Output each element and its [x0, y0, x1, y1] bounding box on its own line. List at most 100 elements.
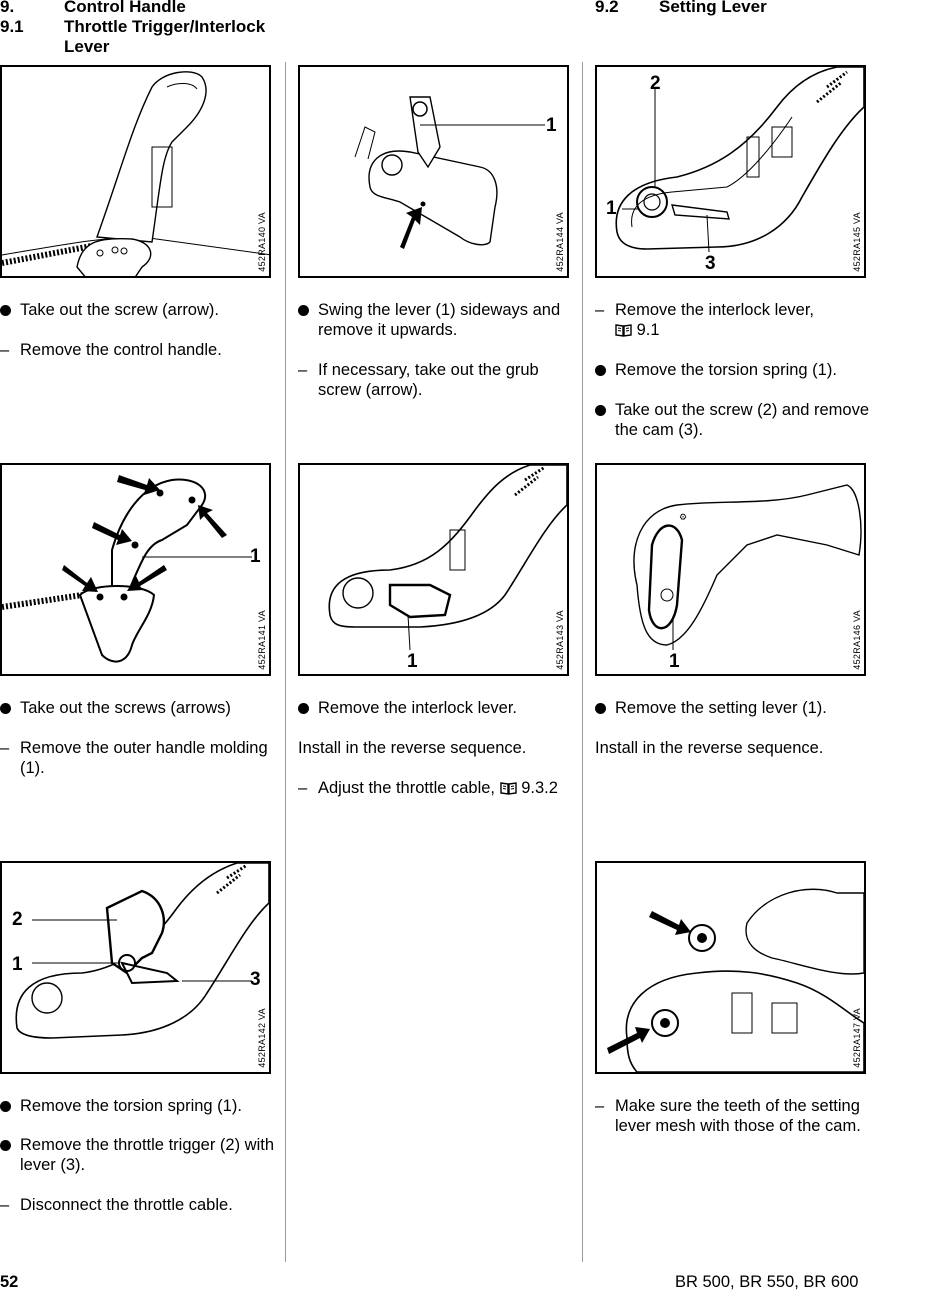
step-item: –Remove the control handle. [0, 340, 275, 360]
figure-code: 452RA146 VA [852, 610, 862, 670]
lever-illustration [354, 96, 545, 249]
step-text: Remove the control handle. [20, 341, 222, 359]
dash-marker: – [298, 779, 308, 797]
cross-reference[interactable]: 9.1 [615, 321, 660, 339]
subsection-title-continued: Lever [64, 37, 110, 56]
figure-code: 452RA141 VA [257, 610, 267, 670]
bullet-icon [595, 360, 615, 381]
bullet-icon [595, 400, 615, 421]
figure-interlock-lever: 1 452RA143 VA [298, 463, 569, 676]
dash-marker: – [0, 1196, 10, 1214]
figure-code: 452RA144 VA [555, 212, 565, 272]
step-item: –Remove the outer handle molding (1). [0, 738, 275, 778]
setting-lever-illustration: ⚙ [633, 484, 862, 650]
step-item: Remove the throttle trigger (2) with lev… [0, 1135, 275, 1175]
section-heading: 9. Control Handle [0, 0, 186, 17]
step-text: Make sure the teeth of the setting lever… [615, 1097, 861, 1135]
bullet-icon [298, 300, 318, 321]
step-text: Remove the interlock lever. [318, 699, 518, 717]
step-text: If necessary, take out the grub screw (a… [318, 361, 539, 399]
bullet-icon [0, 1096, 20, 1117]
dash-marker: – [595, 1097, 605, 1115]
svg-text:⚙: ⚙ [679, 513, 687, 523]
step-item: Remove the setting lever (1). [595, 698, 870, 718]
section-number: 9. [0, 0, 15, 16]
figure-code: 452RA145 VA [852, 212, 862, 272]
column-divider [582, 62, 583, 1262]
callout-3: 3 [705, 253, 716, 274]
step-item: Take out the screw (2) and remove the ca… [595, 400, 870, 440]
subsection-title: Setting Lever [659, 0, 767, 16]
step-item: –Adjust the throttle cable, 9.3.2 [298, 778, 573, 798]
step-text: Adjust the throttle cable, 9.3.2 [318, 779, 558, 797]
figure-control-handle-screw: 452RA140 VA [0, 65, 271, 278]
step-item: Swing the lever (1) sideways and remove … [298, 300, 573, 340]
step-text: Take out the screws (arrows) [20, 699, 231, 717]
step-text: Take out the screw (arrow). [20, 301, 219, 319]
callout-2: 2 [12, 909, 23, 930]
teeth-mesh-illustration [607, 888, 864, 1072]
section-title: Control Handle [64, 0, 186, 16]
step-text: Install in the reverse sequence. [298, 739, 527, 757]
step-item: Remove the interlock lever. [298, 698, 573, 718]
step-item: Remove the torsion spring (1). [0, 1096, 275, 1116]
figure-code: 452RA142 VA [257, 1008, 267, 1068]
model-list: BR 500, BR 550, BR 600 [675, 1273, 859, 1291]
figure-code: 452RA140 VA [257, 212, 267, 272]
step-text: Disconnect the throttle cable. [20, 1196, 233, 1214]
step-text: Remove the outer handle molding (1). [20, 739, 268, 777]
figure-handle-molding-screws: 1 452RA141 VA [0, 463, 271, 676]
callout-1: 1 [12, 954, 23, 975]
bullet-icon [0, 300, 20, 321]
figure-setting-lever: ⚙ 1 452RA146 VA [595, 463, 866, 676]
figure-teeth-mesh: 452RA147 VA [595, 861, 866, 1074]
dash-marker: – [0, 739, 10, 757]
throttle-trigger-illustration [15, 863, 269, 1039]
step-item: Install in the reverse sequence. [595, 738, 823, 758]
step-item: Remove the torsion spring (1). [595, 360, 870, 380]
book-reference-icon [615, 324, 632, 337]
step-item: –Remove the interlock lever, 9.1 [595, 300, 870, 340]
callout-1: 1 [606, 198, 617, 219]
dash-marker: – [595, 301, 605, 319]
step-text: Take out the screw (2) and remove the ca… [615, 401, 870, 439]
figure-lever-removal: 1 452RA144 VA [298, 65, 569, 278]
step-text: Install in the reverse sequence. [595, 739, 824, 757]
bullet-icon [0, 698, 20, 719]
step-text: Remove the throttle trigger (2) with lev… [20, 1136, 275, 1174]
bullet-icon [595, 698, 615, 719]
subsection-heading-9-2: 9.2 Setting Lever [595, 0, 767, 17]
cross-reference-section[interactable]: 9.3.2 [521, 779, 558, 797]
callout-1: 1 [669, 651, 680, 672]
step-item: –Make sure the teeth of the setting leve… [595, 1096, 870, 1136]
dash-marker: – [0, 341, 10, 359]
figure-code: 452RA143 VA [555, 610, 565, 670]
figure-setting-lever-housing: 2 1 3 452RA145 VA [595, 65, 866, 278]
figure-throttle-trigger: 2 1 3 452RA142 VA [0, 861, 271, 1074]
control-handle-illustration [2, 71, 269, 276]
cross-reference[interactable]: 9.3.2 [495, 779, 558, 797]
page-number: 52 [0, 1273, 19, 1291]
step-item: –If necessary, take out the grub screw (… [298, 360, 573, 400]
bullet-icon [0, 1135, 20, 1156]
cross-reference-section[interactable]: 9.1 [636, 321, 660, 339]
callout-1: 1 [407, 651, 418, 672]
subsection-number: 9.1 [0, 17, 24, 36]
callout-3: 3 [250, 969, 261, 990]
housing-illustration [615, 67, 864, 253]
step-item: Take out the screw (arrow). [0, 300, 275, 320]
callout-1: 1 [250, 546, 261, 567]
step-text: Remove the setting lever (1). [615, 699, 827, 717]
step-item: Take out the screws (arrows) [0, 698, 275, 718]
subsection-number: 9.2 [595, 0, 619, 16]
step-text: Swing the lever (1) sideways and remove … [318, 301, 561, 339]
column-divider [285, 62, 286, 1262]
bullet-icon [298, 698, 318, 719]
book-reference-icon [499, 782, 517, 795]
interlock-illustration [328, 465, 567, 651]
handle-molding-illustration [2, 475, 252, 663]
figure-code: 452RA147 VA [852, 1008, 862, 1068]
callout-2: 2 [650, 73, 661, 94]
step-text: Remove the interlock lever, 9.1 [615, 301, 815, 339]
